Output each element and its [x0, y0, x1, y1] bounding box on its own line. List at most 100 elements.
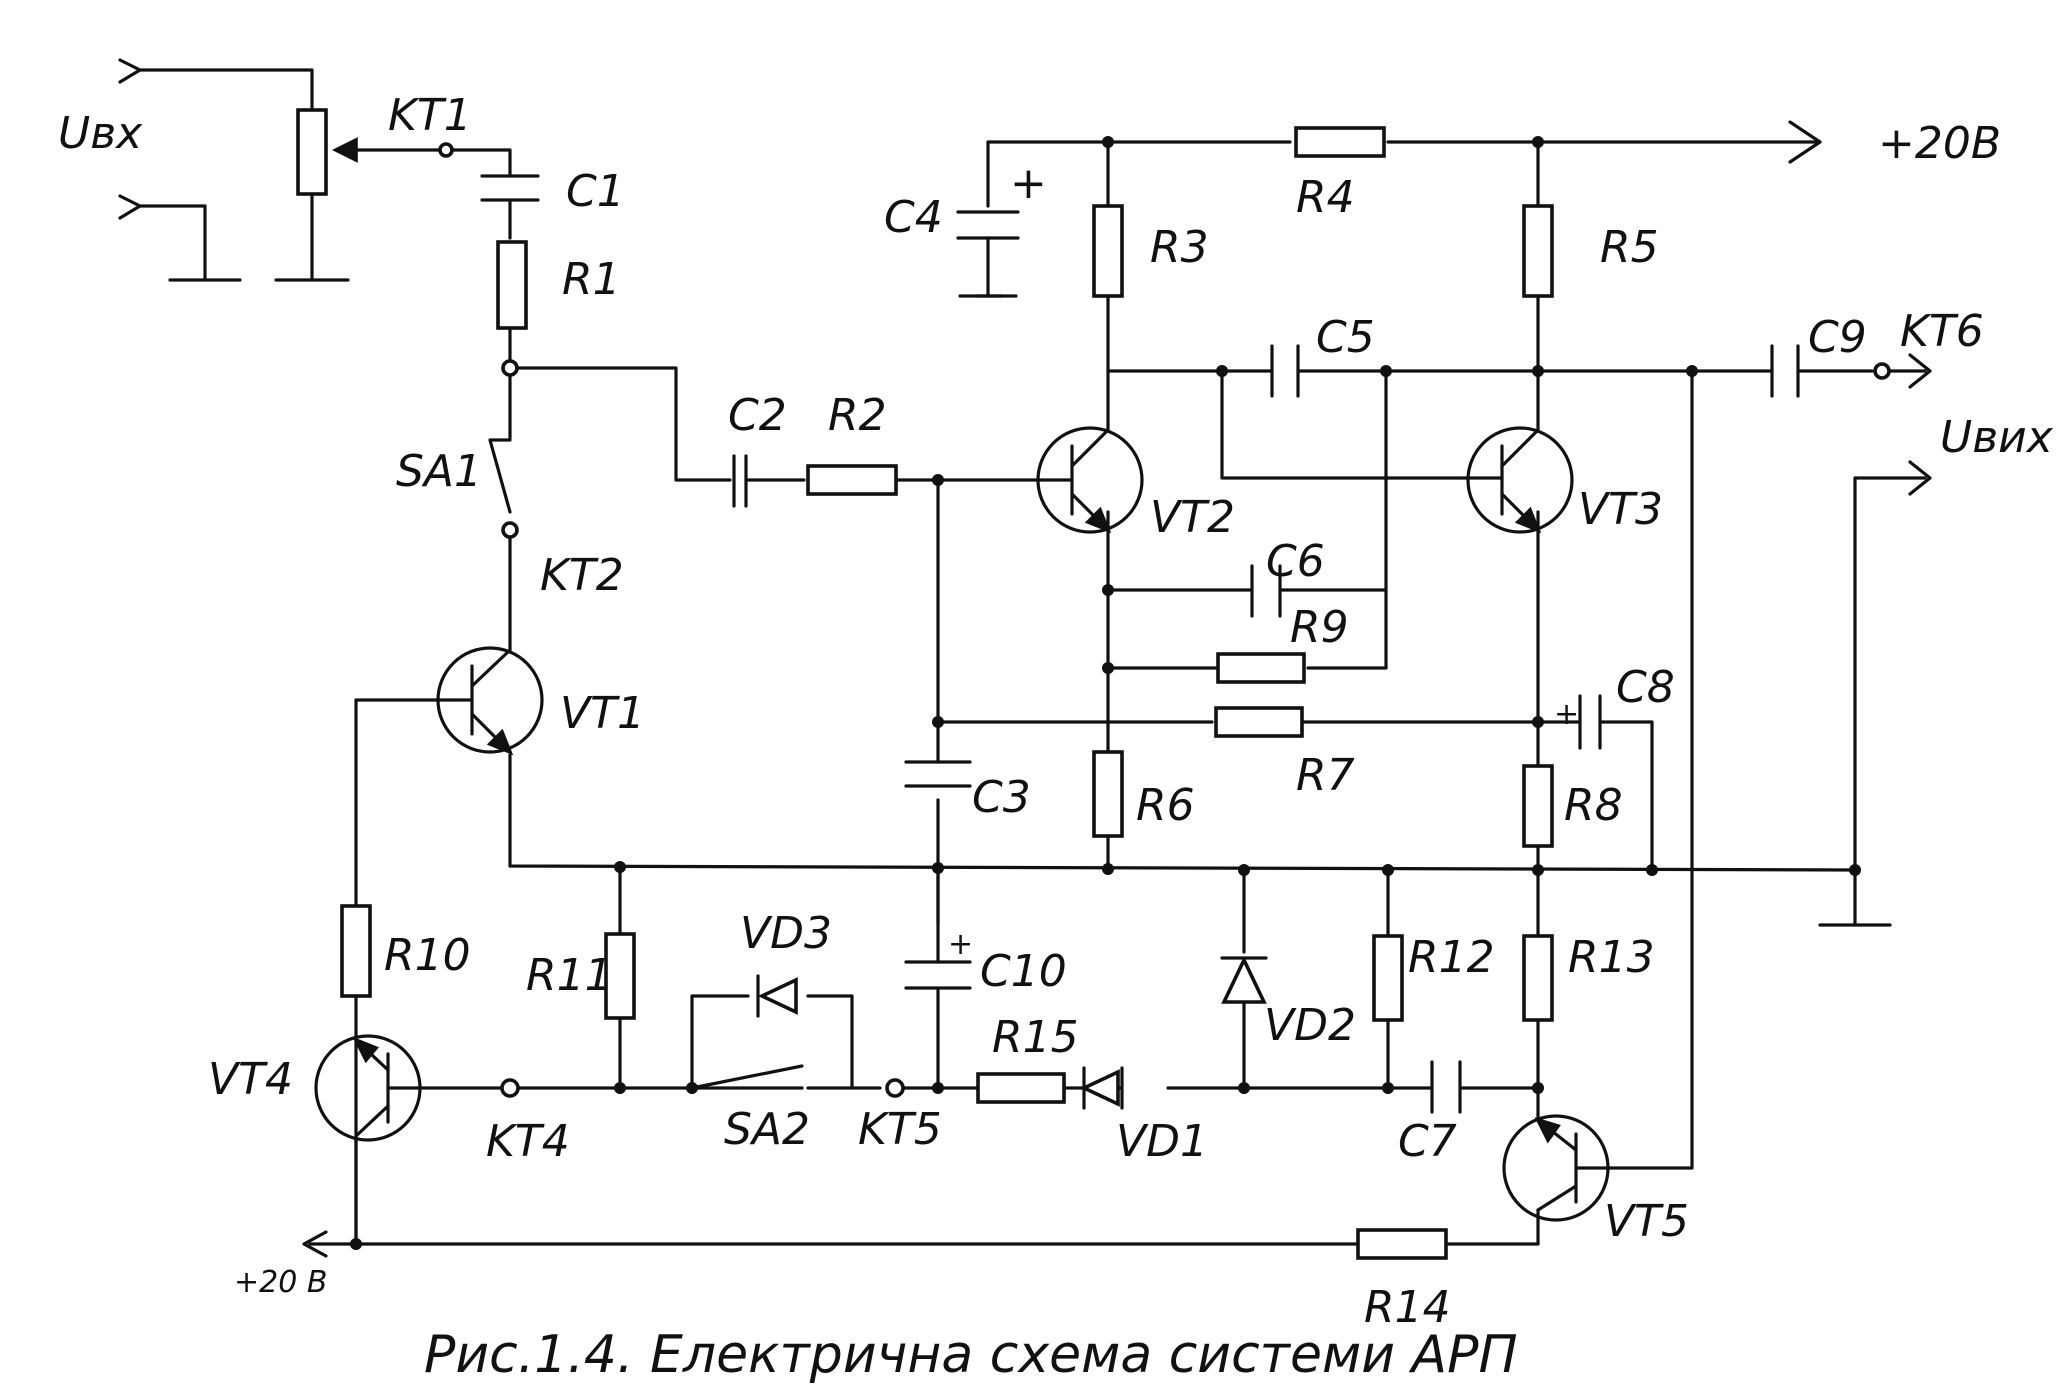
vd1-triangle: [1079, 1069, 1120, 1107]
vd1-label: VD1: [1116, 1116, 1208, 1167]
c8-plus: +: [1554, 697, 1579, 732]
r9-body: [1216, 652, 1306, 684]
sa2-label: SA2: [724, 1104, 810, 1155]
capacitors: [480, 174, 1800, 1114]
vd1-bar: [1082, 1066, 1124, 1110]
c6-plates: [1250, 564, 1282, 618]
vd2-label: VD2: [1264, 1000, 1356, 1051]
junction-dots: [350, 136, 1861, 1250]
switches: [488, 438, 804, 1090]
kt2-terminal: [501, 521, 519, 539]
r2-body: [806, 464, 898, 496]
c3-plates: [904, 760, 972, 788]
resistors: [296, 108, 1554, 1260]
kt5-label: KT5: [858, 1104, 942, 1155]
c5-plates: [1270, 344, 1300, 398]
r2-label: R2: [828, 390, 887, 441]
r14-label: R14: [1364, 1282, 1451, 1333]
c8-label: C8: [1616, 662, 1675, 713]
vt5-label: VT5: [1604, 1196, 1689, 1247]
r3-body: [1092, 204, 1124, 298]
kt2-label: KT2: [540, 550, 624, 601]
r13-body: [1522, 934, 1554, 1022]
c10-plates: [904, 960, 972, 990]
c4-plus: +: [1010, 158, 1047, 209]
c4-label: C4: [884, 192, 943, 243]
r7-label: R7: [1296, 750, 1355, 801]
c1-label: C1: [566, 166, 625, 217]
c2-plates: [732, 454, 748, 508]
vt4-transistor: [314, 1034, 422, 1246]
c9-plates: [1770, 344, 1800, 398]
uout-label: Uвих: [1940, 412, 2054, 463]
r8-label: R8: [1564, 780, 1623, 831]
vplus-top-label: +20В: [1878, 118, 2001, 169]
vt2-label: VT2: [1150, 492, 1235, 543]
c4-plates: [956, 210, 1020, 240]
r14-body: [1356, 1228, 1448, 1260]
c8-plates: [1578, 694, 1602, 750]
r7-body: [1214, 706, 1304, 738]
c10-plus: +: [948, 927, 973, 962]
r10-body: [340, 904, 372, 998]
kt1-label: KT1: [388, 90, 472, 141]
vt4-label: VT4: [208, 1054, 293, 1105]
c1-plates: [480, 174, 540, 202]
vt1-transistor: [436, 646, 544, 756]
r15-label: R15: [992, 1012, 1079, 1063]
r1-label: R1: [562, 254, 621, 305]
c5-label: C5: [1316, 312, 1375, 363]
component-labels: Uвх +20В Uвих +20 В KT1 KT2 KT4 KT5 KT6 …: [58, 90, 2054, 1333]
r12-body: [1372, 934, 1404, 1022]
vd3-triangle: [757, 977, 798, 1015]
c6-label: C6: [1266, 536, 1325, 587]
r3-label: R3: [1150, 222, 1209, 273]
kt6-label: KT6: [1900, 306, 1984, 357]
r10-label: R10: [384, 930, 471, 981]
transistors: [314, 369, 1610, 1246]
r1-body: [496, 240, 528, 330]
vt1-label: VT1: [560, 688, 645, 739]
kt4-label: KT4: [486, 1116, 570, 1167]
kt5-terminal: [885, 1078, 905, 1098]
vplus-bottom-label: +20 В: [234, 1265, 327, 1300]
r4-body: [1294, 126, 1386, 158]
r5-label: R5: [1600, 222, 1659, 273]
sa1-blade: [488, 438, 512, 514]
sa1-label: SA1: [396, 446, 482, 497]
diodes: [756, 955, 1268, 1110]
r8-body: [1522, 764, 1554, 848]
sa1-top-terminal: [501, 359, 519, 377]
r6-body: [1092, 750, 1124, 838]
uin-label: Uвх: [58, 108, 143, 159]
c3-label: C3: [972, 772, 1031, 823]
vt3-label: VT3: [1578, 484, 1663, 535]
vt5-transistor: [1502, 1114, 1610, 1222]
r13-label: R13: [1568, 932, 1655, 983]
kt4-terminal: [500, 1078, 520, 1098]
r15-body: [976, 1072, 1066, 1104]
potentiometer-wiper-arrow: [331, 137, 358, 163]
kt6-terminal: [1873, 362, 1891, 380]
r11-body: [604, 932, 636, 1020]
test-points: [438, 142, 1891, 1098]
potentiometer-body: [296, 108, 328, 196]
figure-caption: Рис.1.4. Електрична схема системи АРП: [424, 1325, 1518, 1385]
c7-plates: [1430, 1060, 1462, 1114]
c9-label: C9: [1808, 312, 1867, 363]
r11-label: R11: [526, 950, 613, 1001]
c2-label: C2: [728, 390, 787, 441]
r9-label: R9: [1290, 602, 1349, 653]
c7-label: C7: [1398, 1116, 1457, 1167]
vt2-transistor: [1036, 369, 1144, 534]
sa2-blade: [690, 1064, 804, 1090]
vd3-label: VD3: [740, 908, 832, 959]
vt3-transistor: [1456, 369, 1574, 534]
kt1-terminal: [438, 142, 454, 158]
r12-label: R12: [1408, 932, 1495, 983]
c10-label: C10: [980, 946, 1067, 997]
r5-body: [1522, 204, 1554, 298]
r6-label: R6: [1136, 780, 1195, 831]
vd2-triangle: [1221, 955, 1267, 1004]
